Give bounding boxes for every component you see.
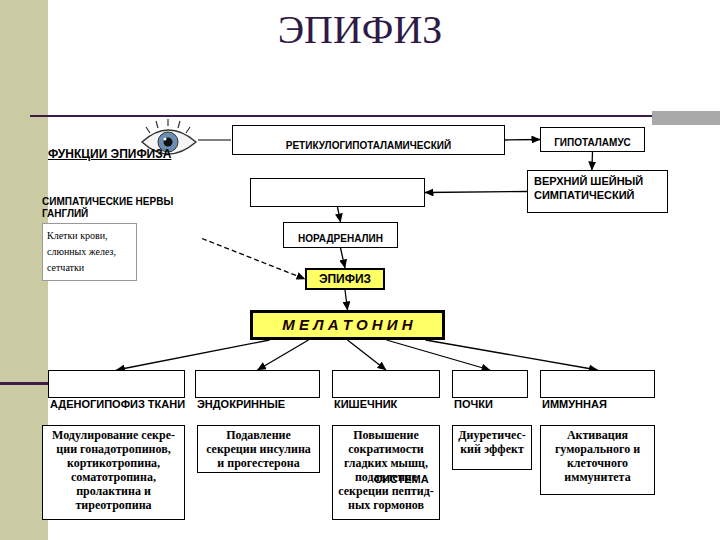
target-box: ЭНДОКРИННЫЕ	[195, 370, 320, 398]
flow-arrow	[591, 152, 593, 170]
flow-arrow	[345, 290, 348, 310]
flow-arrow	[338, 207, 341, 222]
effect-text: Активация гуморального и клеточного имму…	[545, 428, 650, 484]
target-heading: ЭНДОКРИННЫЕ	[197, 398, 332, 411]
process-box: М Е Л А Т О Н И Н	[250, 310, 445, 340]
process-box: НОРАДРЕНАЛИН	[283, 222, 398, 248]
box-label: М Е Л А Т О Н И Н	[257, 319, 438, 331]
target-heading: АДЕНОГИПОФИЗ ТКАНИ	[50, 398, 197, 411]
target-heading: КИШЕЧНИК	[334, 398, 452, 411]
description-box: Модулирование секре- ции гонадотропинов,…	[42, 425, 185, 520]
side-band	[0, 0, 48, 540]
divider-line	[0, 382, 48, 385]
effect-text: Диуретичес- кий эффект	[457, 428, 527, 456]
flow-arrow	[425, 192, 527, 193]
box-label: ВЕРХНИЙ ШЕЙНЫЙ СИМПАТИЧЕСКИЙ	[534, 174, 661, 202]
effect-text: Повышение сократимости гладких мышц, под…	[337, 428, 435, 512]
target-box: КИШЕЧНИК	[332, 370, 440, 398]
process-box: СИМПАТИЧЕСКИЕ НЕРВЫ ГАНГЛИЙ Клетки крови,…	[42, 196, 202, 281]
process-box	[250, 178, 425, 207]
description-box: Повышение сократимости гладких мышц, под…	[332, 425, 440, 520]
description-box: Диуретичес- кий эффект	[452, 425, 532, 470]
box-label: НОРАДРЕНАЛИН	[288, 233, 393, 245]
flow-arrow	[387, 340, 491, 370]
target-heading: ИММУННАЯ	[542, 398, 667, 411]
eye-link-line	[198, 140, 231, 141]
flow-arrow	[117, 340, 270, 370]
slide-title: ЭПИФИЗ	[0, 6, 720, 54]
target-box: ИММУННАЯ	[540, 370, 655, 398]
grey-bar	[652, 111, 720, 125]
group-heading: СИМПАТИЧЕСКИЕ НЕРВЫ ГАНГЛИЙ	[42, 196, 202, 220]
box-label: ЭПИФИЗ	[311, 273, 379, 285]
box-label: ГИПОТАЛАМУС	[545, 137, 640, 149]
section-heading: ФУНКЦИИ ЭПИФИЗА	[48, 147, 720, 161]
divider-line	[30, 115, 652, 117]
flow-arrow	[341, 248, 346, 268]
cell-list-box: Клетки крови, слюнных желез, сетчатки	[42, 223, 137, 281]
target-box: ПОЧКИ	[452, 370, 528, 398]
flow-arrow	[505, 139, 540, 141]
box-label: РЕТИКУЛОГИПОТАЛАМИЧЕСКИЙ	[237, 140, 500, 152]
process-box: ВЕРХНИЙ ШЕЙНЫЙ СИМПАТИЧЕСКИЙ	[527, 170, 668, 213]
target-heading: ПОЧКИ	[454, 398, 540, 411]
stray-label: СИСТЕМА	[374, 473, 720, 486]
process-box: РЕТИКУЛОГИПОТАЛАМИЧЕСКИЙ	[232, 125, 505, 155]
flow-arrow	[348, 340, 387, 370]
description-box: Подавление секреции инсулина и прогестер…	[197, 425, 320, 473]
flow-arrow	[426, 340, 598, 370]
target-box: АДЕНОГИПОФИЗ ТКАНИ	[48, 370, 185, 398]
process-box: ЭПИФИЗ	[305, 268, 385, 290]
description-box: Активация гуморального и клеточного имму…	[540, 425, 655, 495]
flow-arrow	[258, 340, 309, 370]
process-box: ГИПОТАЛАМУС	[540, 127, 645, 152]
effect-text: Модулирование секре- ции гонадотропинов,…	[47, 428, 180, 512]
effect-text: Подавление секреции инсулина и прогестер…	[202, 428, 315, 470]
